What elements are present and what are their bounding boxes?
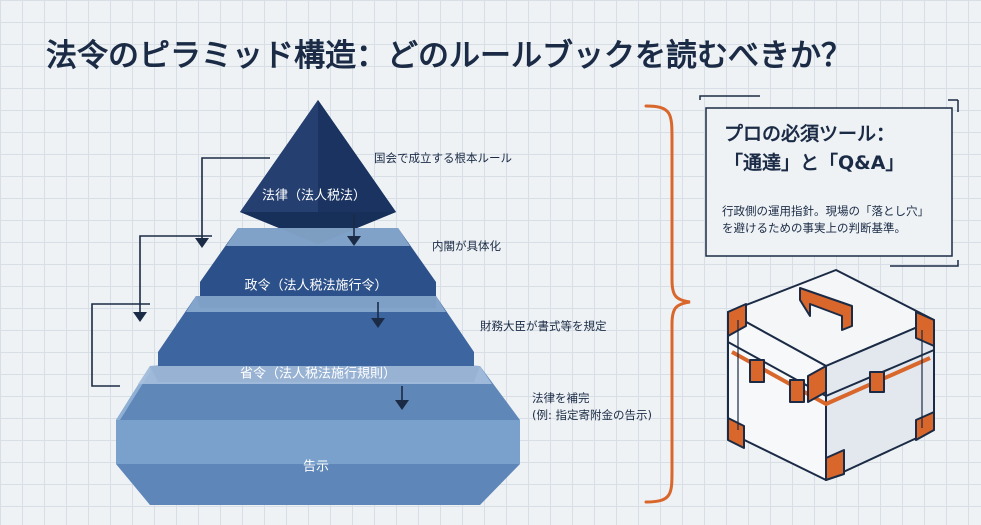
callout-box: プロの必須ツール： 「通達」と「Q&A」 行政側の運用指針。現場の「落とし穴」 … (706, 108, 952, 256)
layer-label-2: 政令（法人税法施行令） (244, 278, 388, 294)
callout-text: 行政側の運用指針。現場の「落とし穴」 を避けるための事実上の判断基準。 (722, 204, 929, 236)
layer-description-3: 財務大臣が書式等を規定 (480, 319, 607, 333)
callout-frame (699, 95, 959, 267)
page-title: 法令のピラミッド構造：どのルールブックを読むべきか？ (46, 38, 852, 74)
bracket-icon (644, 104, 691, 504)
layer-label-4: 告示 (302, 459, 330, 475)
callout-title: プロの必須ツール： 「通達」と「Q&A」 (724, 123, 905, 174)
toolbox-icon (727, 269, 935, 481)
pyramid-layer-4 (116, 362, 520, 505)
layer-description-1: 国会で成立する根本ルール (374, 151, 512, 165)
layer-description-2: 内閣が具体化 (432, 239, 501, 253)
arrow-heads-left (133, 238, 209, 322)
layer-label-3: 省令（法人税法施行規則） (239, 366, 397, 382)
layer-label-1: 法律（法人税法） (261, 188, 367, 204)
pyramid-layer-1 (240, 100, 396, 244)
layer-description-4: 法律を補完 (例: 指定寄附金の告示) (532, 391, 653, 423)
flow-arrows-down (353, 214, 403, 400)
flow-arrows-left (91, 157, 270, 387)
